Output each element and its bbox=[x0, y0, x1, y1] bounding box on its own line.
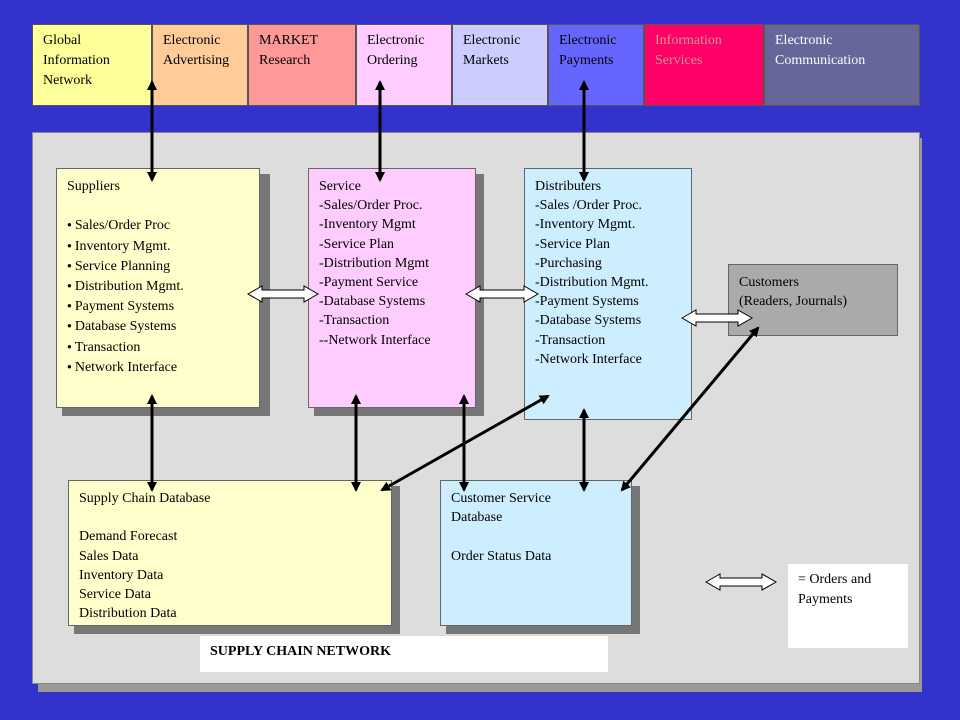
supply-chain-db-line: Service Data bbox=[79, 587, 151, 602]
service-line: -Service Plan bbox=[319, 236, 395, 252]
distributers-line: -Purchasing bbox=[535, 255, 602, 271]
distributers-box: Distributers -Sales /Order Proc. -Invent… bbox=[524, 168, 692, 420]
service-line: -Transaction bbox=[319, 313, 390, 329]
service-line: -Database Systems bbox=[319, 294, 426, 310]
customer-service-db-box: Customer Service Database Order Status D… bbox=[440, 480, 632, 626]
suppliers-item: Sales/Order Proc bbox=[67, 215, 249, 235]
legend-text: = Orders and bbox=[798, 572, 872, 587]
category-label: Services bbox=[655, 53, 703, 68]
supply-chain-db-line: Demand Forecast bbox=[79, 529, 178, 545]
category-label: Electronic bbox=[463, 33, 521, 48]
suppliers-item: Distribution Mgmt. bbox=[67, 276, 249, 296]
supply-chain-db-title: Supply Chain Database bbox=[79, 491, 211, 506]
category-label: Research bbox=[259, 53, 311, 68]
service-line: Service bbox=[319, 179, 361, 194]
service-line: --Network Interface bbox=[319, 332, 431, 348]
category-label: Information bbox=[655, 33, 722, 48]
diagram-caption: SUPPLY CHAIN NETWORK bbox=[200, 636, 608, 672]
customers-line: Customers bbox=[739, 275, 799, 290]
service-line: -Inventory Mgmt bbox=[319, 217, 416, 233]
supply-chain-db-line: Inventory Data bbox=[79, 567, 164, 583]
customer-service-db-line: Order Status Data bbox=[451, 548, 552, 564]
suppliers-item: Service Planning bbox=[67, 256, 249, 276]
category-label: Network bbox=[43, 73, 92, 88]
distributers-line: -Distribution Mgmt. bbox=[535, 275, 649, 291]
supply-chain-db-box: Supply Chain Database Demand Forecast Sa… bbox=[68, 480, 392, 626]
suppliers-title: Suppliers bbox=[67, 179, 120, 194]
suppliers-item: Payment Systems bbox=[67, 296, 249, 316]
category-label: MARKET bbox=[259, 33, 319, 48]
distributers-line: Distributers bbox=[535, 179, 602, 194]
customer-service-db-title: Database bbox=[451, 510, 503, 526]
category-label: Advertising bbox=[163, 53, 230, 68]
distributers-line: -Service Plan bbox=[535, 236, 611, 252]
category-label: Electronic bbox=[559, 33, 617, 48]
service-line: -Payment Service bbox=[319, 275, 419, 291]
category-market-research: MARKET Research bbox=[248, 24, 356, 106]
category-label: Information bbox=[43, 53, 110, 68]
legend-text: Payments bbox=[798, 592, 853, 607]
distributers-line: -Inventory Mgmt. bbox=[535, 217, 636, 233]
supply-chain-db-line: Sales Data bbox=[79, 548, 139, 564]
category-label: Electronic bbox=[163, 33, 221, 48]
supply-chain-db-line: Distribution Data bbox=[79, 606, 177, 622]
service-line: -Sales/Order Proc. bbox=[319, 198, 423, 214]
suppliers-item: Transaction bbox=[67, 337, 249, 357]
suppliers-item: Database Systems bbox=[67, 316, 249, 336]
distributers-line: -Payment Systems bbox=[535, 294, 639, 310]
distributers-line: -Network Interface bbox=[535, 351, 642, 367]
suppliers-list: Sales/Order Proc Inventory Mgmt. Service… bbox=[67, 215, 249, 377]
category-label: Electronic bbox=[775, 33, 833, 48]
category-label: Global bbox=[43, 33, 82, 48]
service-line: -Distribution Mgmt bbox=[319, 255, 430, 271]
suppliers-item: Network Interface bbox=[67, 357, 249, 377]
service-box: Service -Sales/Order Proc. -Inventory Mg… bbox=[308, 168, 476, 408]
category-label: Payments bbox=[559, 53, 614, 68]
suppliers-box: Suppliers Sales/Order Proc Inventory Mgm… bbox=[56, 168, 260, 408]
distributers-line: -Database Systems bbox=[535, 313, 642, 329]
customers-line: (Readers, Journals) bbox=[739, 294, 848, 310]
customers-box: Customers (Readers, Journals) bbox=[728, 264, 898, 336]
category-label: Ordering bbox=[367, 53, 418, 68]
legend-box: = Orders and Payments bbox=[788, 564, 908, 648]
distributers-line: -Transaction bbox=[535, 332, 606, 348]
suppliers-item: Inventory Mgmt. bbox=[67, 236, 249, 256]
category-label: Markets bbox=[463, 53, 509, 68]
category-label: Communication bbox=[775, 53, 866, 68]
category-label: Electronic bbox=[367, 33, 425, 48]
distributers-line: -Sales /Order Proc. bbox=[535, 198, 642, 214]
customer-service-db-title: Customer Service bbox=[451, 491, 551, 506]
